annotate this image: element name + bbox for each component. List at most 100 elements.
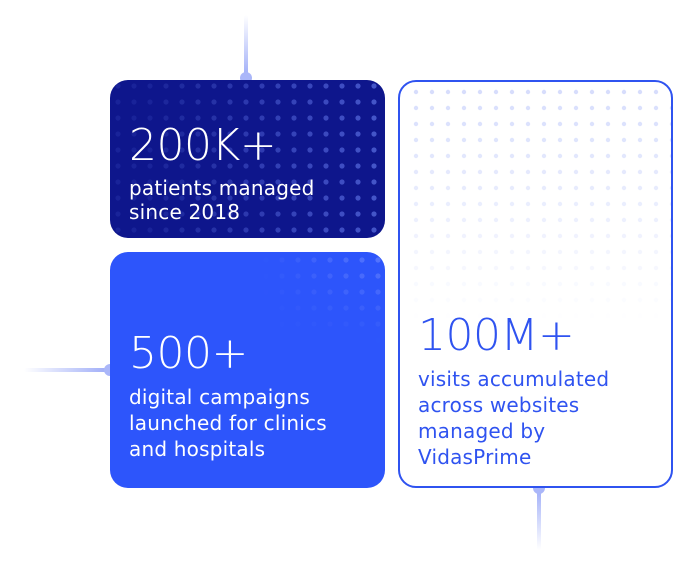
pattern-dot: [311, 321, 317, 327]
pattern-dot: [461, 249, 467, 255]
pattern-dot: [654, 314, 658, 318]
pattern-dot: [259, 83, 265, 89]
pattern-dot: [371, 147, 377, 153]
pattern-dot: [669, 90, 671, 94]
pattern-dot: [557, 105, 563, 111]
pattern-dot: [637, 137, 643, 143]
pattern-dot: [371, 211, 377, 217]
pattern-dot: [413, 297, 419, 303]
pattern-dot: [343, 273, 349, 279]
pattern-dot: [179, 83, 185, 89]
pattern-dot: [147, 99, 153, 105]
pattern-dot: [669, 186, 671, 190]
pattern-dot: [359, 289, 365, 295]
pattern-dot: [429, 217, 435, 223]
pattern-dot: [557, 297, 563, 303]
pattern-dot: [163, 83, 169, 89]
pattern-dot: [327, 305, 333, 311]
pattern-dot: [371, 131, 377, 137]
pattern-dot: [445, 185, 451, 191]
pattern-dot: [573, 281, 579, 287]
pattern-dot: [509, 185, 515, 191]
pattern-dot: [291, 99, 297, 105]
pattern-dot: [477, 297, 483, 303]
pattern-dot: [589, 249, 595, 255]
pattern-dot: [355, 163, 361, 169]
pattern-dot: [525, 153, 531, 159]
pattern-dot: [557, 121, 563, 127]
pattern-dot: [477, 281, 483, 287]
pattern-dot: [589, 89, 595, 95]
pattern-dot: [339, 115, 345, 121]
pattern-dot: [573, 265, 579, 271]
connector-top: [244, 15, 248, 77]
pattern-dot: [307, 227, 313, 233]
pattern-dot: [541, 121, 547, 127]
pattern-dot: [477, 185, 483, 191]
pattern-dot: [637, 153, 643, 159]
pattern-dot: [275, 83, 281, 89]
pattern-dot: [263, 257, 268, 262]
pattern-dot: [621, 169, 627, 175]
pattern-dot: [509, 249, 515, 255]
pattern-dot: [275, 99, 281, 105]
pattern-dot: [477, 233, 483, 239]
pattern-dot: [375, 273, 381, 279]
stat-content: 100M+ visits accumulated across websites…: [418, 314, 609, 470]
pattern-dot: [343, 305, 349, 311]
pattern-dot: [557, 169, 563, 175]
pattern-dot: [227, 99, 233, 105]
pattern-dot: [493, 105, 499, 111]
pattern-dot: [429, 265, 435, 271]
stat-value: 200K+: [129, 120, 277, 171]
pattern-dot: [243, 99, 249, 105]
pattern-dot: [115, 211, 121, 217]
pattern-dot: [605, 201, 611, 207]
pattern-dot: [243, 83, 249, 89]
pattern-dot: [445, 201, 451, 207]
pattern-dot: [525, 137, 531, 143]
pattern-dot: [541, 169, 547, 175]
pattern-dot: [557, 233, 563, 239]
pattern-dot: [163, 99, 169, 105]
pattern-dot: [371, 227, 377, 233]
pattern-dot: [525, 217, 531, 223]
pattern-dot: [295, 257, 301, 263]
pattern-dot: [115, 163, 121, 169]
pattern-dot: [557, 265, 563, 271]
pattern-dot: [339, 131, 345, 137]
pattern-dot: [327, 273, 333, 279]
pattern-dot: [115, 83, 121, 89]
pattern-dot: [263, 289, 268, 294]
pattern-dot: [115, 115, 121, 121]
pattern-dot: [359, 321, 365, 327]
pattern-dot: [605, 233, 611, 239]
stat-description: patients managed since 2018: [129, 176, 315, 224]
connector-bottom: [537, 488, 541, 550]
stat-description-line: patients managed: [129, 176, 315, 200]
pattern-dot: [541, 265, 547, 271]
pattern-dot: [355, 195, 361, 201]
pattern-dot: [477, 121, 483, 127]
pattern-dot: [355, 99, 361, 105]
pattern-dot: [653, 169, 659, 175]
pattern-dot: [279, 273, 285, 279]
pattern-dot: [227, 83, 233, 89]
pattern-dot: [279, 321, 284, 326]
pattern-dot: [327, 289, 333, 295]
pattern-dot: [653, 281, 659, 287]
pattern-dot: [621, 249, 627, 255]
pattern-dot: [311, 257, 317, 263]
pattern-dot: [621, 89, 627, 95]
pattern-dot: [477, 217, 483, 223]
pattern-dot: [541, 249, 547, 255]
pattern-dot: [637, 121, 643, 127]
pattern-dot: [445, 153, 451, 159]
pattern-dot: [509, 217, 515, 223]
pattern-dot: [279, 257, 285, 263]
pattern-dot: [477, 137, 483, 143]
pattern-dot: [509, 105, 515, 111]
pattern-dot: [355, 227, 361, 233]
pattern-dot: [493, 121, 499, 127]
pattern-dot: [670, 314, 671, 318]
